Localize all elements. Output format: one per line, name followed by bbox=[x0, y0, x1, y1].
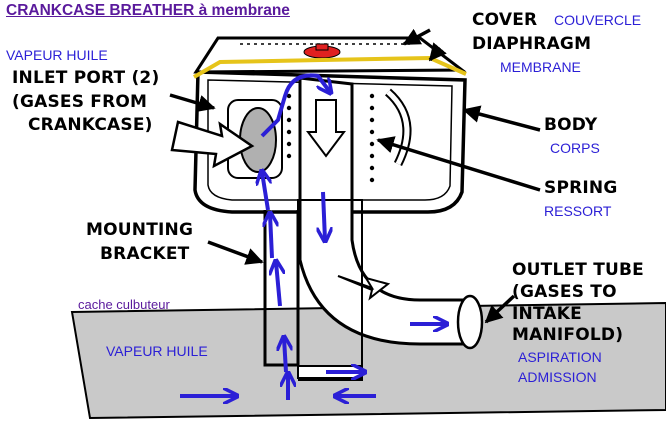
label-couvercle: COUVERCLE bbox=[554, 12, 642, 28]
label-body: BODY bbox=[544, 115, 598, 135]
label-outlet-2: (GASES TO bbox=[512, 282, 617, 302]
label-ressort: RESSORT bbox=[544, 203, 612, 219]
label-aspiration: ASPIRATION bbox=[518, 349, 602, 365]
label-spring: SPRING bbox=[544, 178, 618, 198]
diaphragm bbox=[193, 55, 467, 79]
label-inlet-gases-1: (GASES FROM bbox=[12, 92, 148, 112]
spring bbox=[286, 93, 375, 183]
flow-arrow-top bbox=[260, 73, 330, 138]
label-diaphragm: DIAPHRAGM bbox=[472, 34, 592, 54]
label-cover: COVER bbox=[472, 10, 538, 30]
label-outlet-4: MANIFOLD) bbox=[512, 325, 624, 345]
label-outlet-1: OUTLET TUBE bbox=[512, 260, 644, 280]
label-outlet-3: INTAKE bbox=[512, 304, 582, 324]
label-bracket: BRACKET bbox=[100, 244, 190, 264]
label-admission: ADMISSION bbox=[518, 369, 597, 385]
label-vapeur-huile-bottom: VAPEUR HUILE bbox=[106, 343, 208, 359]
label-corps: CORPS bbox=[550, 140, 600, 156]
label-cache-culbuteur: cache culbuteur bbox=[78, 297, 170, 312]
label-inlet-port: INLET PORT (2) bbox=[12, 68, 160, 88]
label-mounting: MOUNTING bbox=[86, 220, 194, 240]
label-vapeur-huile-top: VAPEUR HUILE bbox=[6, 47, 108, 63]
page-title: CRANKCASE BREATHER à membrane bbox=[6, 2, 290, 19]
label-membrane: MEMBRANE bbox=[500, 59, 581, 75]
label-inlet-gases-2: CRANKCASE) bbox=[28, 115, 153, 135]
